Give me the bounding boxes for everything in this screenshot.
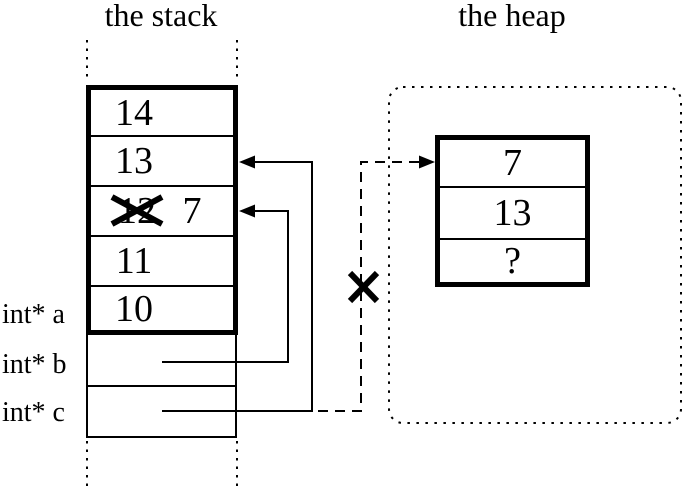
arrowhead-heap bbox=[419, 155, 435, 169]
arrowhead-c-stack bbox=[239, 155, 255, 169]
stack-cell-4-value: 10 bbox=[115, 287, 153, 330]
stack-cell-0-value: 14 bbox=[115, 91, 153, 134]
heap-cell-0-value: 7 bbox=[503, 142, 522, 184]
heap-title: the heap bbox=[458, 0, 566, 33]
label-int-c: int* c bbox=[2, 397, 65, 428]
stack-pointer-cells bbox=[86, 335, 237, 438]
heap-block-box: 7 13 ? bbox=[435, 135, 590, 287]
heap-cell-1: 13 bbox=[440, 186, 585, 238]
stack-title: the stack bbox=[104, 0, 218, 33]
stack-cell-overwritten: 12 7 bbox=[91, 185, 233, 235]
stack-cell-3-value: 11 bbox=[115, 240, 153, 282]
label-int-b: int* b bbox=[2, 349, 67, 380]
label-int-a: int* a bbox=[2, 299, 65, 330]
pointer-cell-b bbox=[88, 335, 235, 387]
arrowhead-b bbox=[239, 204, 255, 218]
stack-frame-box: 14 13 12 7 11 10 bbox=[86, 85, 238, 335]
stack-cell-0: 14 bbox=[91, 90, 233, 135]
heap-cell-2: ? bbox=[440, 238, 585, 282]
stack-cell-1-value: 13 bbox=[115, 140, 153, 182]
heap-cell-1-value: 13 bbox=[493, 192, 532, 234]
stack-cell-1: 13 bbox=[91, 135, 233, 185]
stack-cell-crossed-out-value: 12 bbox=[118, 190, 156, 232]
stack-cell-4: 10 bbox=[91, 285, 233, 330]
stack-cell-3: 11 bbox=[91, 235, 233, 285]
pointer-cell-c bbox=[88, 387, 235, 439]
heap-cell-2-value: ? bbox=[504, 240, 521, 282]
pointer-arrow-c-to-heap-dangling bbox=[318, 155, 435, 412]
stack-cell-new-value: 7 bbox=[182, 190, 202, 232]
cross-out-x-dangling-pointer bbox=[347, 270, 380, 304]
heap-cell-0: 7 bbox=[440, 140, 585, 186]
